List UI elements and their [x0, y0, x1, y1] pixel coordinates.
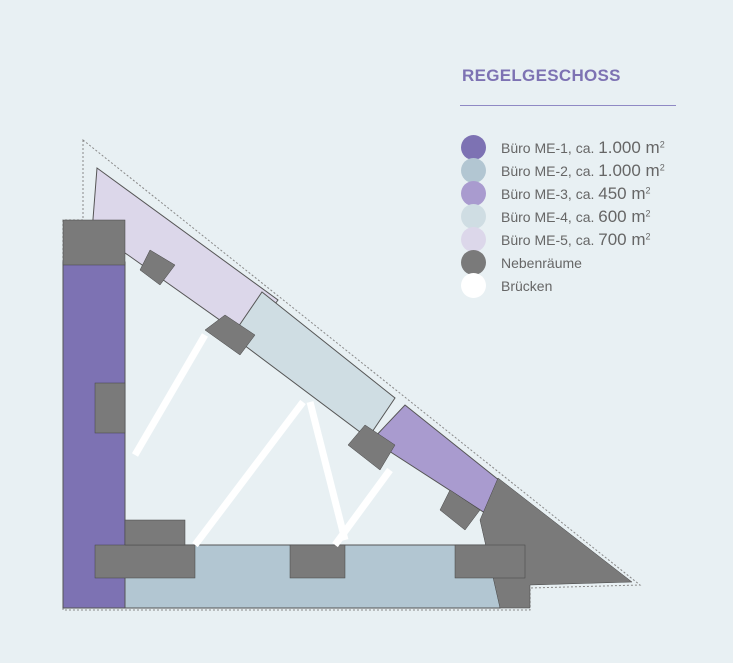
legend-text: Büro ME-1, ca.: [501, 139, 595, 156]
legend-unit-exponent: 2: [645, 184, 651, 195]
legend-swatch: [461, 227, 486, 252]
legend-unit-exponent: 2: [659, 161, 665, 172]
legend-text: Büro ME-4, ca.: [501, 208, 595, 225]
legend-label: Büro ME-2, ca. 1.000 m2: [501, 161, 665, 181]
legend-text: Brücken: [501, 277, 553, 294]
title-divider: [460, 105, 676, 106]
legend-swatch: [461, 204, 486, 229]
legend-swatch: [461, 273, 486, 298]
legend-item: Brücken: [461, 273, 665, 298]
legend-text: Nebenräume: [501, 254, 582, 271]
legend-area: 450 m: [598, 183, 646, 203]
legend-area: 700 m: [598, 229, 646, 249]
legend-swatch: [461, 135, 486, 160]
legend-unit-exponent: 2: [659, 138, 665, 149]
legend-item: Büro ME-2, ca. 1.000 m2: [461, 158, 665, 183]
legend-unit-exponent: 2: [645, 230, 651, 241]
legend-area: 600 m: [598, 206, 646, 226]
legend-unit-exponent: 2: [645, 207, 651, 218]
legend-item: Nebenräume: [461, 250, 665, 275]
legend-label: Büro ME-5, ca. 700 m2: [501, 230, 651, 250]
legend-item: Büro ME-1, ca. 1.000 m2: [461, 135, 665, 160]
legend-swatch: [461, 181, 486, 206]
legend-item: Büro ME-5, ca. 700 m2: [461, 227, 665, 252]
legend-item: Büro ME-3, ca. 450 m2: [461, 181, 665, 206]
legend-label: Brücken: [501, 278, 552, 294]
legend-text: Büro ME-2, ca.: [501, 162, 595, 179]
bridges: [131, 333, 393, 548]
legend-label: Büro ME-3, ca. 450 m2: [501, 184, 651, 204]
legend-item: Büro ME-4, ca. 600 m2: [461, 204, 665, 229]
legend-text: Büro ME-5, ca.: [501, 231, 595, 248]
legend-area: 1.000 m: [598, 137, 660, 157]
legend-area: 1.000 m: [598, 160, 660, 180]
legend-label: Büro ME-1, ca. 1.000 m2: [501, 138, 665, 158]
legend-label: Büro ME-4, ca. 600 m2: [501, 207, 651, 227]
ancillary-rooms: [62, 219, 633, 609]
legend-swatch: [461, 250, 486, 275]
legend-swatch: [461, 158, 486, 183]
plan-title: REGELGESCHOSS: [462, 66, 621, 85]
legend-text: Büro ME-3, ca.: [501, 185, 595, 202]
unit-me-3: [371, 404, 506, 516]
legend-label: Nebenräume: [501, 255, 582, 271]
